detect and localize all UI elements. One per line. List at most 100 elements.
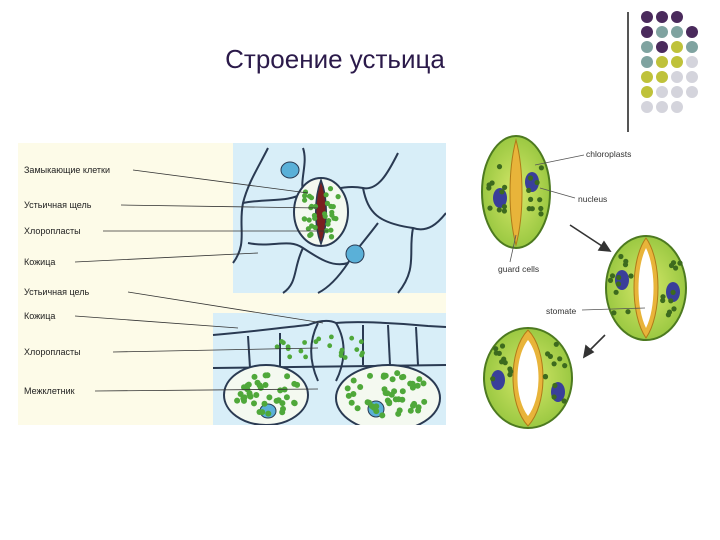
chloroplast-dot <box>508 368 514 375</box>
chloroplast-dot <box>613 289 619 295</box>
chloroplast-dot <box>333 216 339 222</box>
decor-dot <box>656 71 668 83</box>
chloroplast-dot <box>262 372 269 379</box>
chloroplast-dot <box>562 363 568 369</box>
chloroplast-dot <box>301 216 308 222</box>
chloroplast-dot <box>501 208 507 214</box>
label-guard-cells: guard cells <box>498 264 540 274</box>
chloroplast-dot <box>335 194 341 200</box>
decor-dot <box>686 41 698 53</box>
chloroplast-dot <box>623 258 629 264</box>
chloroplast-dot <box>677 260 683 266</box>
chloroplast-dot <box>283 394 290 401</box>
chloroplast-dot <box>502 184 508 190</box>
chloroplast-dot <box>628 273 634 279</box>
decor-dot <box>671 11 683 23</box>
chloroplast-dot <box>307 232 313 238</box>
label-nucleus: nucleus <box>578 194 608 204</box>
chloroplast-dot <box>389 376 396 383</box>
chloroplast-dot <box>344 385 351 392</box>
chloroplast-dot <box>305 226 311 232</box>
chloroplast-dot <box>373 408 380 415</box>
label-chloroplasts-2-ru: Хлоропласты <box>24 347 81 357</box>
chloroplast-dot <box>259 409 266 416</box>
chloroplast-dot <box>399 374 405 381</box>
chloroplast-dot <box>338 350 344 356</box>
chloroplast-dot <box>303 354 308 360</box>
chloroplast-dot <box>394 370 401 377</box>
chloroplast-dot <box>350 391 357 397</box>
chloroplast-dot <box>557 356 563 362</box>
chloroplast-dot <box>673 265 679 271</box>
decor-dot <box>671 26 683 38</box>
label-intercellular-space-ru: Межклетник <box>24 386 75 396</box>
chloroplast-dot <box>384 390 391 397</box>
chloroplast-dot <box>660 297 666 304</box>
chloroplast-dot <box>328 203 334 209</box>
chloroplast-dot <box>527 175 534 181</box>
chloroplast-dot <box>328 227 334 233</box>
chloroplast-dot <box>357 384 364 390</box>
chloroplast-dot <box>490 376 496 382</box>
chloroplast-dot <box>386 400 393 407</box>
chloroplast-dot <box>392 396 399 403</box>
chloroplast-dot <box>323 192 329 198</box>
slide-title: Строение устьица <box>225 44 445 74</box>
chloroplast-dot <box>312 224 318 231</box>
chloroplast-dot <box>350 377 357 384</box>
decor-dot <box>656 86 668 98</box>
chloroplast-dot <box>367 372 373 379</box>
decor-dot <box>641 41 653 53</box>
chloroplast-dot <box>529 206 535 212</box>
chloroplast-dot <box>274 344 280 350</box>
chloroplast-dot <box>618 253 624 260</box>
chloroplast-dot <box>287 354 293 360</box>
stomate-opening-drawing <box>481 135 687 429</box>
open-stomate-bottom <box>483 327 573 429</box>
chloroplast-dot <box>349 335 355 341</box>
decor-dot <box>671 56 683 68</box>
chloroplast-dot <box>668 298 674 304</box>
chloroplast-dot <box>625 309 631 315</box>
decor-dot <box>656 41 668 53</box>
chloroplast-dot <box>496 207 502 213</box>
chloroplast-dot <box>496 350 502 356</box>
chloroplast-dot <box>358 339 364 345</box>
chloroplast-dot <box>609 273 616 279</box>
stomata-section-figure: Замыкающие клетки Устьичная щель Хлоропл… <box>18 143 446 425</box>
chloroplast-dot <box>246 392 253 398</box>
chloroplast-dot <box>285 344 291 350</box>
chloroplast-dot <box>253 392 260 398</box>
chloroplast-dot <box>607 277 614 283</box>
chloroplast-dot <box>537 197 543 203</box>
chloroplast-dot <box>668 262 675 269</box>
title-divider-line <box>627 12 629 132</box>
chloroplast-dot <box>407 380 414 387</box>
chloroplast-dot <box>391 388 398 395</box>
decor-dot <box>671 101 683 113</box>
chloroplast-dot <box>660 294 666 300</box>
decor-dot <box>671 71 683 83</box>
chloroplast-dot <box>499 343 506 349</box>
decor-dot <box>686 86 698 98</box>
decor-dot <box>641 56 653 68</box>
chloroplast-dot <box>496 164 503 170</box>
chloroplast-dot <box>342 355 348 360</box>
chloroplast-dot <box>493 346 499 352</box>
chloroplast-dot <box>528 196 534 202</box>
decor-dot <box>641 11 653 23</box>
label-stomatal-pore-ru: Устьичная цель <box>24 287 90 297</box>
chloroplast-dot <box>306 217 312 223</box>
chloroplast-dot <box>329 334 334 340</box>
chloroplast-dot <box>302 197 308 203</box>
chloroplast-dot <box>328 234 335 240</box>
chloroplast-dot <box>251 373 258 380</box>
chloroplast-dot <box>399 388 406 395</box>
chloroplast-dot <box>501 204 507 210</box>
chloroplast-dot <box>611 310 617 316</box>
decor-dot <box>671 41 683 53</box>
chloroplast-dot <box>281 340 286 346</box>
decor-dot <box>656 101 668 113</box>
chloroplast-dot <box>526 187 532 193</box>
chloroplast-dot <box>325 221 331 227</box>
